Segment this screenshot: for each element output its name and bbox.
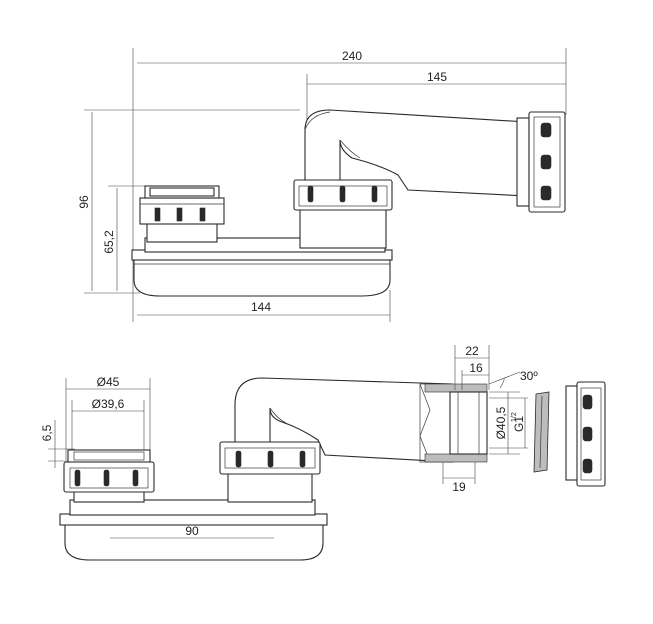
dim-outlet-length: 22	[454, 344, 490, 390]
dim-240-label: 240	[342, 49, 362, 63]
dim-g1-label: G1	[512, 416, 526, 432]
dim-inlet-inner: Ø39,6	[71, 397, 145, 450]
dim-height: 96	[77, 109, 300, 294]
right-riser-lower	[219, 441, 321, 503]
dim-16-label: 16	[469, 361, 483, 375]
dim-inlet-outer: Ø45	[65, 375, 151, 460]
loose-nut	[565, 381, 606, 487]
trap-bowl	[133, 257, 391, 297]
dim-dia40-label: Ø40,5	[494, 406, 508, 439]
outlet-section	[419, 383, 488, 463]
dim-angle: 30º	[488, 369, 538, 389]
top-view: 240 145 96 65,2 144	[77, 48, 567, 322]
dim-trap-spacing: 90	[110, 524, 274, 539]
dim-145-label: 145	[427, 70, 447, 84]
right-riser	[293, 179, 393, 249]
dim-90-label: 90	[185, 524, 199, 538]
dim-thread-length: 16	[461, 361, 489, 390]
dim-inlet-height: 65,2	[102, 185, 145, 291]
dim-flange: 6,5	[40, 420, 75, 468]
dim-19-label: 19	[452, 480, 466, 494]
dim-trap-length: 144	[137, 290, 391, 322]
outlet-nut	[516, 111, 566, 213]
dim-g1-superscript: 1/2	[511, 412, 518, 422]
outlet-pipe-lower	[234, 377, 453, 463]
left-inlet	[139, 185, 225, 243]
dim-144-label: 144	[251, 300, 271, 314]
trap-bowl-lower	[64, 522, 324, 561]
dim-65-2-label: 65,2	[102, 230, 116, 254]
dim-overall-length: 240	[132, 48, 567, 322]
dim-96-label: 96	[77, 195, 91, 209]
dim-30-label: 30º	[520, 369, 538, 383]
dim-dia39-label: Ø39,6	[92, 397, 125, 411]
dim-22-label: 22	[465, 344, 479, 358]
dim-outlet-dia: Ø40,5 G1 1/2	[489, 391, 528, 455]
gasket	[533, 391, 550, 473]
dim-nut-width: 19	[442, 462, 476, 494]
dim-dia45-label: Ø45	[97, 375, 120, 389]
dim-6-5-label: 6,5	[40, 424, 54, 441]
left-inlet-lower	[63, 449, 155, 503]
bottom-view: Ø45 Ø39,6 6,5	[40, 344, 606, 561]
outlet-pipe	[304, 109, 528, 197]
